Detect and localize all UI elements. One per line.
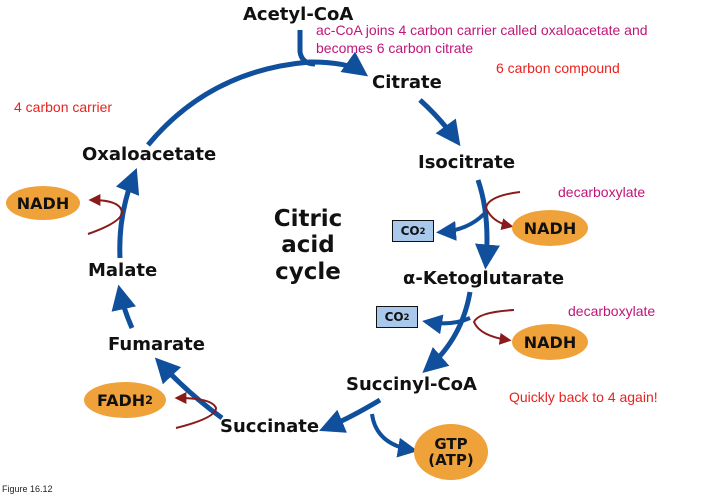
succinate-label: Succinate: [220, 416, 320, 437]
cycle-center-title: Citric acid cycle: [248, 206, 368, 285]
gtp-label: GTP: [434, 434, 468, 453]
co2-release-arrow-2: [422, 314, 471, 335]
arc-malate-to-oxaloacetate: [115, 168, 140, 259]
arc-oxaloacetate-to-citrate: [146, 51, 369, 147]
nadh-arrow-1: [484, 191, 521, 231]
fumarate-label: Fumarate: [108, 334, 205, 355]
co2-1-base: CO: [400, 224, 420, 238]
atp-label: (ATP): [428, 451, 474, 469]
arc-succinate-to-fumarate: [154, 357, 224, 421]
figure-caption: Figure 16.12: [2, 484, 53, 494]
nadh-arrow-left: [87, 194, 124, 235]
arc-fumarate-to-malate: [111, 284, 137, 330]
nadh-oval-2: NADH: [512, 324, 588, 360]
arc-succinyl-coa-to-succinate: [319, 397, 382, 433]
oxaloacetate-label: Oxaloacetate: [82, 144, 217, 165]
co2-2-base: CO: [384, 310, 404, 324]
citrate-label: Citrate: [372, 72, 442, 93]
annotation-decarboxylate-1: decarboxylate: [558, 184, 646, 200]
gtp-atp-oval: GTP (ATP): [414, 424, 488, 480]
arc-ketoglutarate-to-succinyl-coa: [422, 291, 473, 373]
annotation-decarboxylate-2: decarboxylate: [568, 303, 656, 319]
nadh-arrow-2: [472, 309, 515, 345]
annotation-four-carbon: 4 carbon carrier: [14, 99, 113, 115]
annotation-acoa-join-line2: becomes 6 carbon citrate: [316, 40, 474, 56]
annotation-back-to-four: Quickly back to 4 again!: [509, 389, 658, 405]
isocitrate-label: Isocitrate: [418, 152, 516, 173]
acetyl-coa-label: Acetyl-CoA: [243, 4, 354, 25]
co2-1-subscript: 2: [419, 226, 426, 236]
fadh2-base: FADH: [97, 390, 146, 410]
center-word-2: acid: [281, 232, 335, 259]
nadh-oval-1: NADH: [512, 210, 588, 246]
arc-isocitrate-to-ketoglutarate: [475, 179, 500, 270]
acetyl-coa-entry-arrow: [297, 30, 316, 67]
nadh-oval-left: NADH: [6, 186, 80, 220]
center-word-1: Citric: [273, 206, 343, 232]
arc-citrate-to-isocitrate: [418, 98, 461, 147]
annotation-acoa-join-line1: ac-CoA joins 4 carbon carrier called oxa…: [316, 22, 648, 38]
annotation-six-carbon: 6 carbon compound: [496, 60, 620, 76]
center-word-3: cycle: [275, 258, 341, 285]
fadh2-arrow: [174, 392, 218, 429]
co2-release-arrow-1: [436, 212, 486, 241]
malate-label: Malate: [88, 260, 158, 281]
gtp-arrow: [370, 413, 418, 458]
fadh2-subscript: 2: [145, 393, 153, 407]
alpha-ketoglutarate-label: α-Ketoglutarate: [403, 268, 565, 289]
succinyl-coa-label: Succinyl-CoA: [346, 374, 477, 395]
co2-2-subscript: 2: [403, 312, 410, 322]
